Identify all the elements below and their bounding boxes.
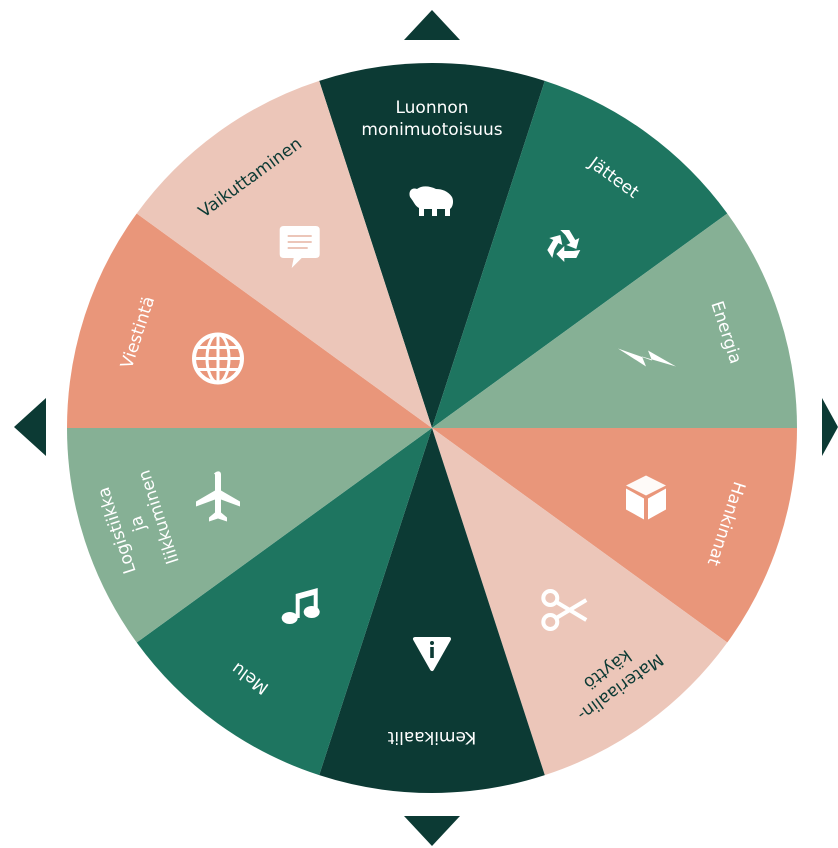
segment-label-line: ja [126, 513, 150, 535]
music-note-icon [281, 588, 320, 624]
arrow-right-icon[interactable] [822, 398, 838, 456]
airplane-icon [196, 471, 240, 522]
globe-icon [192, 332, 244, 385]
segment-wedge-kemikaalit[interactable] [319, 428, 545, 794]
segment-hankinnat[interactable]: Hankinnat [432, 428, 797, 643]
segment-wedge-viestinta[interactable] [67, 213, 432, 428]
segment-materiaalin[interactable]: Materiaalin-käyttö [432, 428, 728, 776]
cube-icon [626, 475, 666, 520]
segment-label-line: monimuotoisuus [361, 120, 502, 140]
segment-energia[interactable]: Energia [432, 213, 797, 428]
segment-wedge-luonnon[interactable] [319, 62, 545, 429]
bear-icon [409, 186, 454, 216]
segment-wedge-materiaalin[interactable] [432, 428, 728, 776]
navigation-arrows [14, 10, 838, 846]
arrow-up-icon[interactable] [404, 10, 460, 40]
segment-label-line: Kemikaalit [387, 727, 476, 747]
segment-label-line: Luonnon [395, 98, 468, 118]
speech-bubble-icon [279, 226, 320, 268]
arrow-left-icon[interactable] [14, 398, 46, 456]
warning-icon [413, 637, 451, 671]
segment-kemikaalit[interactable]: Kemikaalit [319, 428, 545, 794]
segment-viestinta[interactable]: Viestintä [67, 213, 432, 428]
segment-vaikuttaminen[interactable]: Vaikuttaminen [136, 80, 432, 429]
segment-wedge-jatteet[interactable] [432, 80, 728, 429]
segment-wedge-logistiikka[interactable] [67, 428, 432, 643]
lightning-icon [618, 348, 676, 367]
arrow-down-icon[interactable] [404, 816, 460, 846]
segment-melu[interactable]: Melu [136, 428, 432, 776]
segment-wedge-energia[interactable] [432, 213, 797, 428]
segment-jatteet[interactable]: Jätteet [432, 80, 728, 429]
segment-logistiikka[interactable]: Logistiikkajaliikkuminen [67, 428, 432, 643]
segment-wedge-melu[interactable] [136, 428, 432, 776]
recycle-icon [547, 230, 581, 262]
segment-wedge-hankinnat[interactable] [432, 428, 797, 643]
segment-label-kemikaalit: Kemikaalit [387, 727, 476, 747]
scissors-icon [541, 589, 588, 631]
